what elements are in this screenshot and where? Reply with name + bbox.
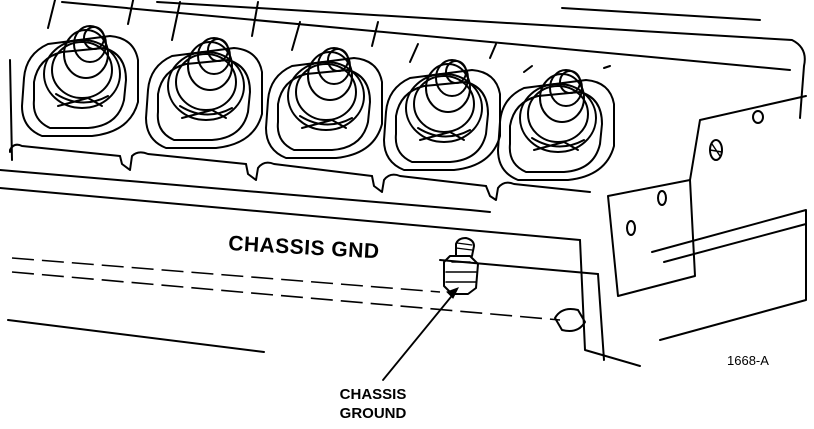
bnc-connector: [145, 1, 263, 149]
bracket-hole: [626, 220, 636, 236]
connector-bays: [9, 143, 591, 201]
panel-lower-line: [7, 319, 265, 353]
housing-left-edge: [9, 59, 13, 161]
side-rail-inner: [663, 223, 807, 263]
side-rail: [651, 209, 807, 341]
callout-label: CHASSIS GROUND: [318, 385, 428, 423]
side-panel-front: [579, 239, 641, 367]
leader-line: [382, 291, 456, 381]
bnc-connector: [21, 0, 139, 137]
hidden-line: [11, 257, 441, 293]
bnc-connector: [383, 43, 501, 171]
panel-upper-edge: [0, 169, 491, 213]
bnc-connector: [497, 65, 615, 181]
ground-stud: [443, 237, 479, 295]
bracket-hole: [657, 190, 667, 206]
bracket-outline: [607, 179, 696, 297]
panel-screw: [752, 110, 764, 124]
housing-top-edge: [61, 1, 791, 71]
bnc-connector: [265, 21, 383, 159]
bracket-fold: [689, 95, 807, 181]
hidden-line: [11, 271, 561, 321]
housing-right-return: [561, 7, 761, 21]
panel-front-edge: [0, 187, 581, 241]
figure-id: 1668-A: [727, 353, 769, 368]
leader-arrowhead: [446, 287, 460, 299]
callout-line-2: GROUND: [339, 405, 407, 422]
housing-top-edge-rear: [156, 1, 806, 119]
callout-line-1: CHASSIS: [339, 386, 407, 403]
side-panel-edge: [597, 273, 605, 361]
nut: [554, 308, 586, 332]
